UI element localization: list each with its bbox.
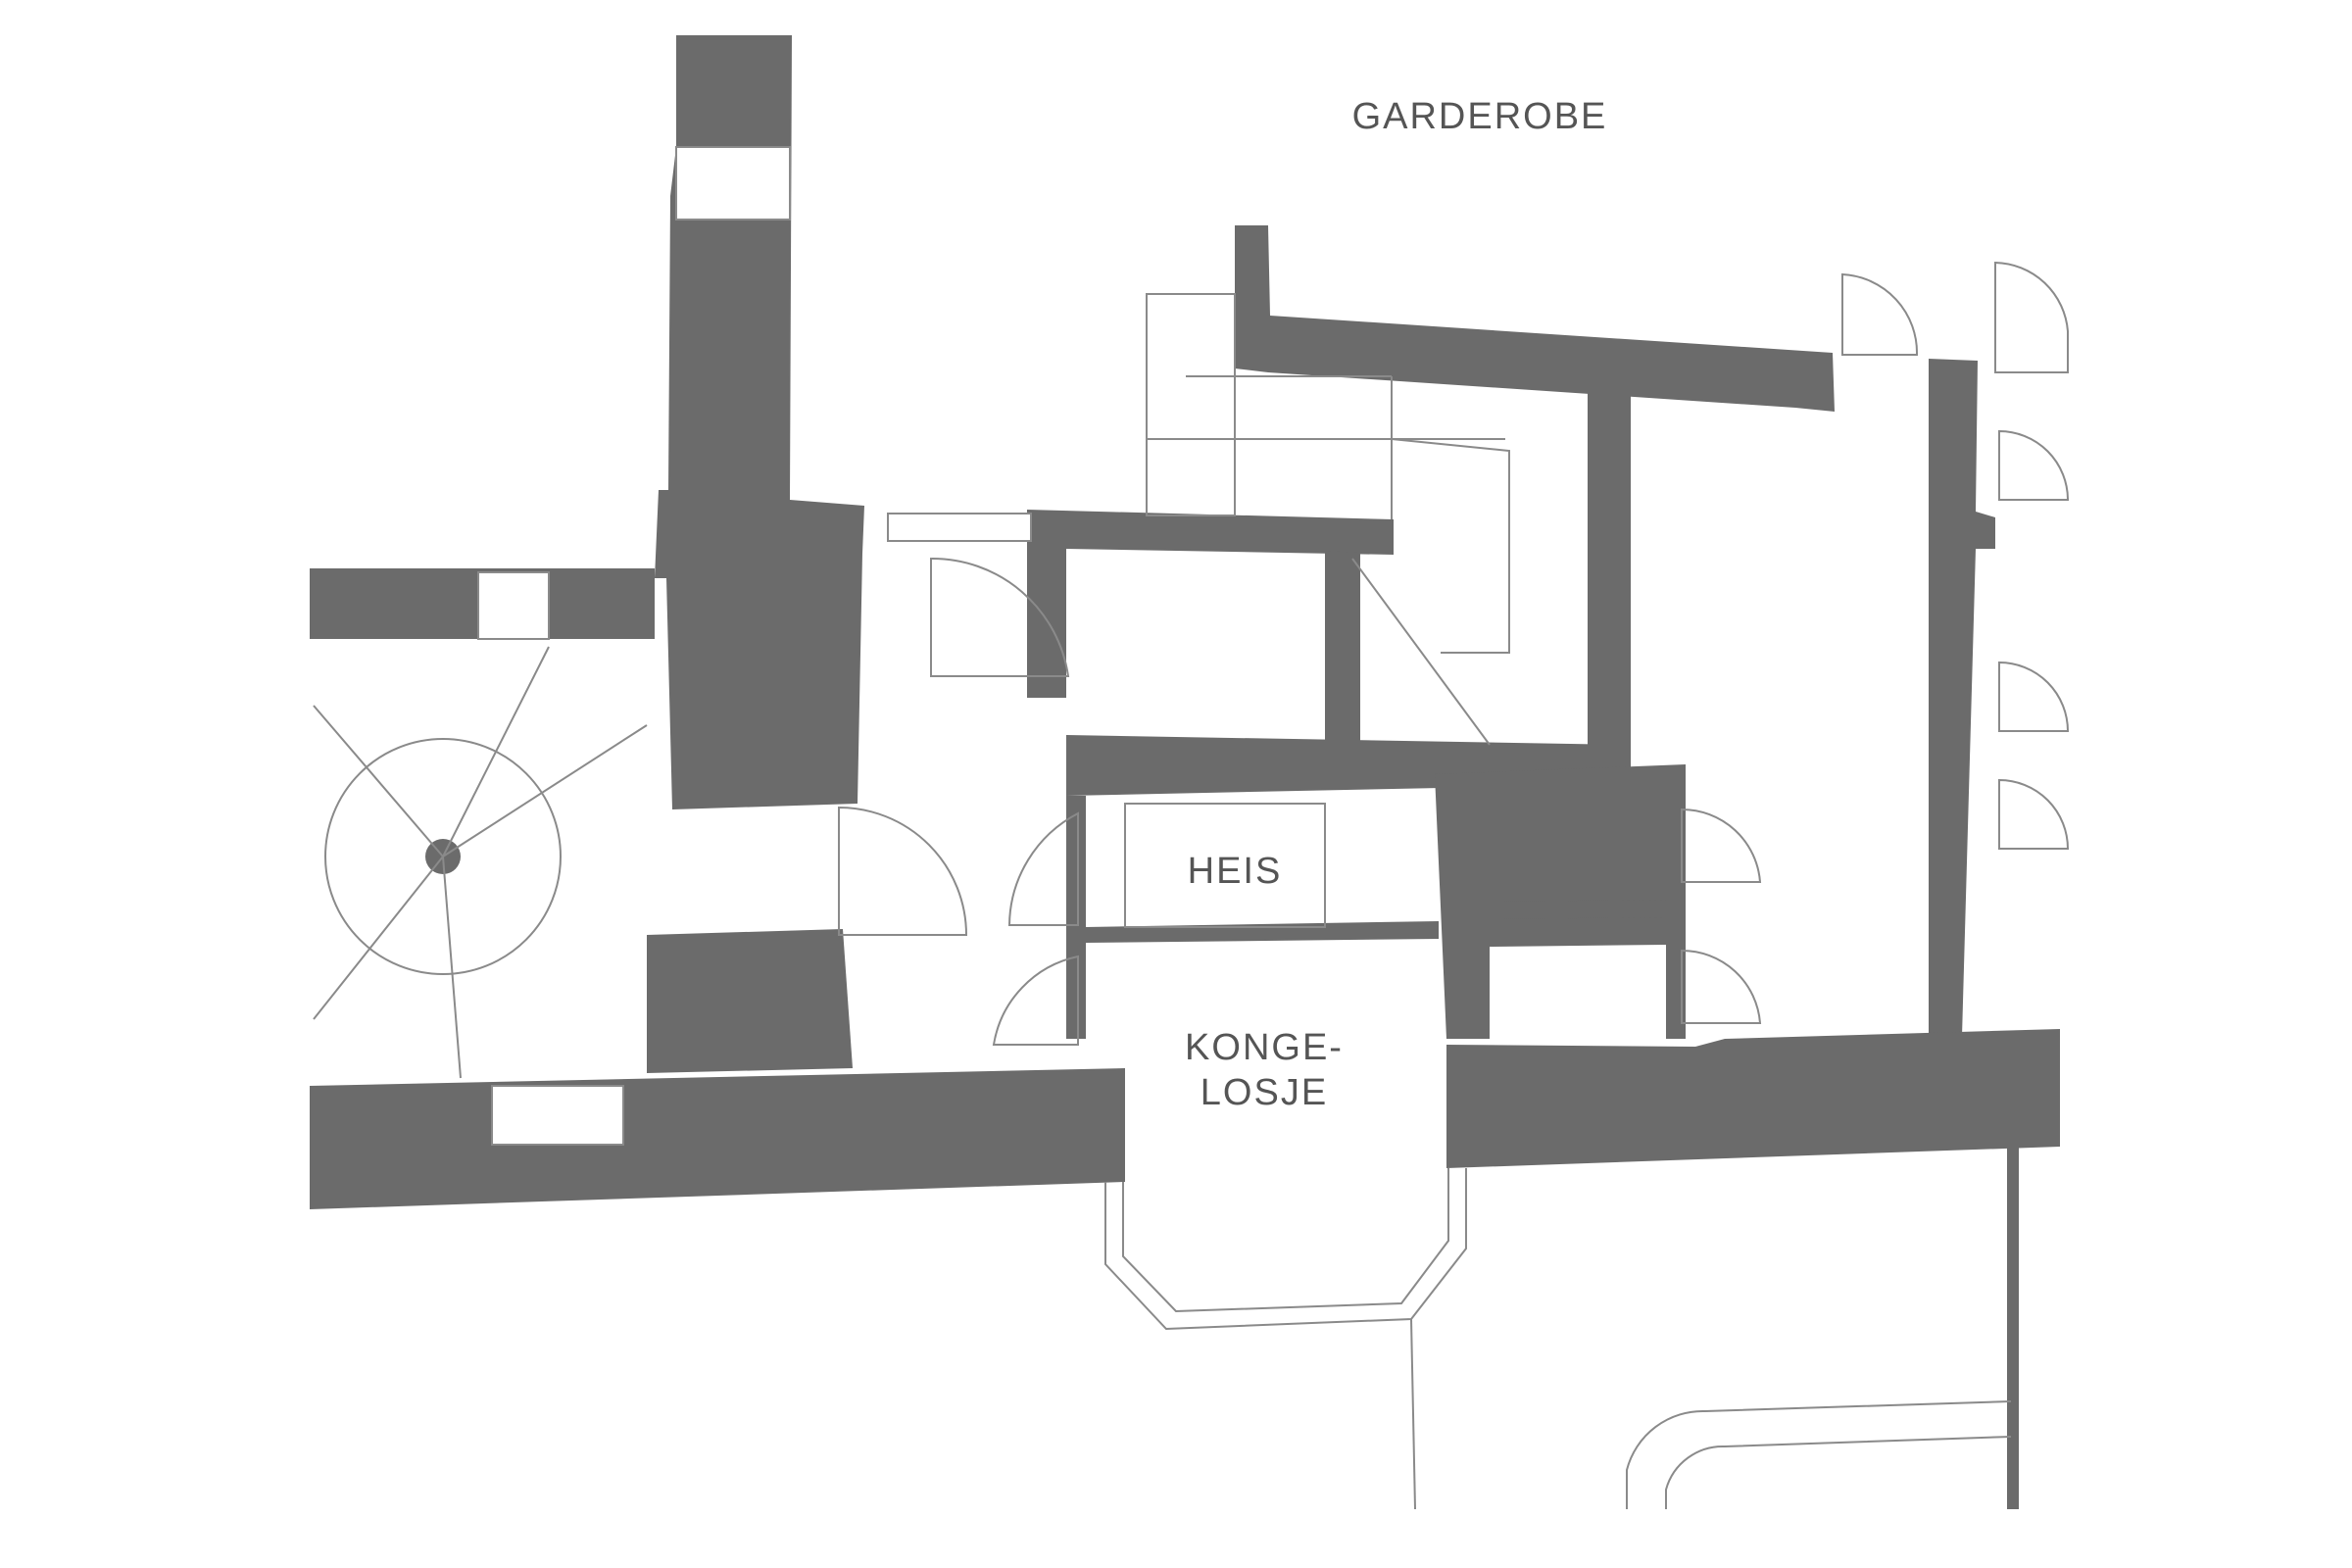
wall-bottom-left <box>310 1068 1125 1209</box>
door-swing <box>1681 808 1762 883</box>
bay-window-inner <box>1122 1168 1449 1313</box>
spiral-stair <box>324 738 562 975</box>
room-label-kongelosje-line2: LOSJE <box>1200 1072 1329 1113</box>
door-swing <box>1007 811 1079 926</box>
wall-heis-bottom <box>1086 921 1439 943</box>
stair-ramp <box>1351 558 1491 746</box>
door-swing <box>838 806 968 936</box>
driveway-curve <box>1665 1436 2012 1509</box>
window <box>887 513 1032 542</box>
wall-right-mid <box>1490 900 1666 919</box>
door-swing <box>1998 429 2070 501</box>
door-swing <box>930 557 1070 677</box>
wall-right-top <box>1929 359 1995 1037</box>
stair-landing <box>1391 438 1510 654</box>
spiral-tread <box>313 705 444 858</box>
details <box>313 146 2070 1510</box>
wall-heis-left <box>1066 796 1086 1039</box>
window <box>675 146 791 220</box>
room-label-kongelosje: KONGE- LOSJE <box>1147 1025 1382 1115</box>
spiral-tread <box>442 724 648 858</box>
walls <box>310 35 2060 1209</box>
exterior-line <box>1410 1318 1416 1510</box>
exterior-post <box>2007 1145 2019 1509</box>
window <box>491 1085 624 1146</box>
stair-outline <box>1146 293 1236 516</box>
door-swing <box>1998 778 2070 850</box>
door-swing <box>1998 661 2070 732</box>
door-swing <box>992 955 1079 1046</box>
wall-mid-upper <box>1027 510 1394 698</box>
bay-window <box>1104 1168 1467 1331</box>
door-swing <box>1994 261 2069 373</box>
spiral-tread <box>442 856 462 1079</box>
room-label-heis: HEIS <box>1187 851 1283 892</box>
wall-bottom-right <box>1446 1029 2060 1168</box>
wall-tower <box>655 35 864 809</box>
room-label-kongelosje-line1: KONGE- <box>1185 1027 1344 1068</box>
driveway-curve <box>1626 1400 2012 1509</box>
wall-mid-vertical <box>1325 551 1360 745</box>
spiral-tread <box>313 856 444 1020</box>
room-label-garderobe: GARDEROBE <box>1351 96 1608 137</box>
door-swing <box>1681 949 1762 1024</box>
wall-center-vertical <box>1588 388 1631 774</box>
door-swing <box>1841 272 1919 356</box>
wall-lower-center <box>647 929 853 1073</box>
window <box>477 571 550 640</box>
elevator-car <box>1124 803 1326 928</box>
wall-top-corridor <box>1235 225 1835 412</box>
spiral-tread <box>442 646 550 858</box>
